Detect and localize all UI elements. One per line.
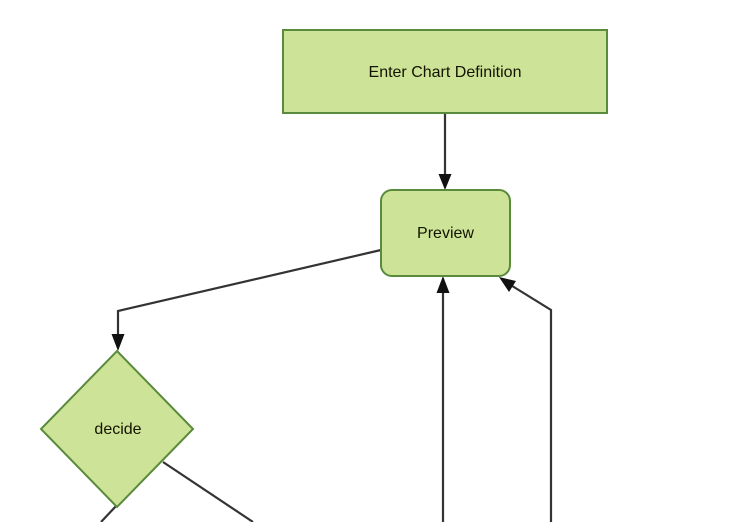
arrow-head-icon [499, 277, 516, 292]
edge-bottom-right-to-preview [499, 277, 553, 522]
edge-line [508, 283, 553, 522]
node-shape-diamond[interactable] [39, 349, 195, 509]
node-preview[interactable]: Preview [380, 189, 511, 277]
edge-line [162, 461, 254, 522]
node-label-preview: Preview [417, 225, 474, 242]
edge-line [100, 504, 118, 522]
arrow-head-icon [436, 276, 450, 293]
node-shape-rounded-rectangle[interactable] [380, 189, 511, 277]
arrow-head-icon [438, 174, 452, 190]
edge-enter-to-preview [438, 113, 452, 190]
edge-bottom-center-to-preview [436, 276, 450, 522]
edge-preview-to-decide [111, 248, 382, 351]
node-decide[interactable]: decide [39, 349, 195, 509]
edge-line [116, 248, 382, 340]
arrow-head-icon [111, 334, 125, 351]
node-label-decide: decide [94, 421, 141, 438]
node-shape-rectangle[interactable] [282, 29, 608, 114]
node-label-enter-chart-definition: Enter Chart Definition [369, 64, 522, 81]
node-enter-chart-definition[interactable]: Enter Chart Definition [282, 29, 608, 114]
edge-decide-right-out [162, 461, 254, 522]
edge-decide-bottom-out [100, 504, 118, 522]
